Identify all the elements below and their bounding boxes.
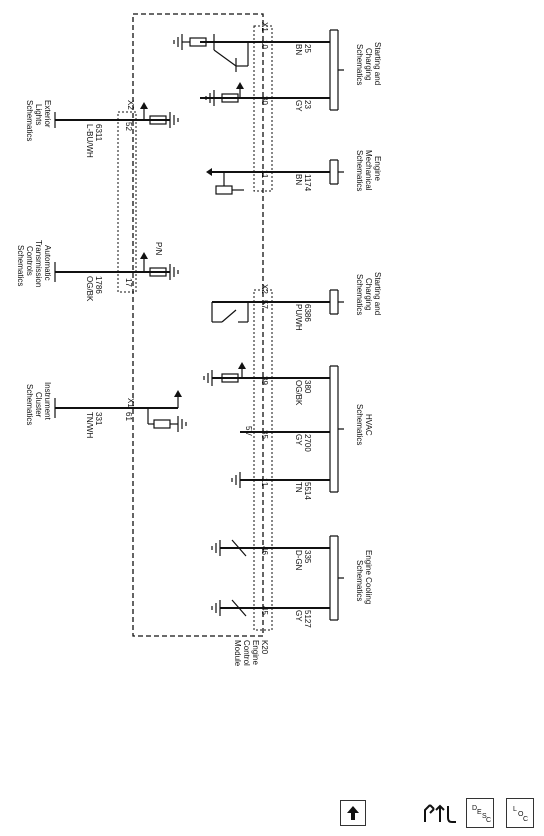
svg-text:TN/WH: TN/WH	[85, 412, 94, 438]
left-pin-2: 17	[124, 278, 133, 287]
loc-letter-l: L	[513, 806, 517, 813]
svg-text:GY: GY	[294, 610, 303, 622]
loc-letter-o: O	[518, 811, 524, 818]
right-pin-4: 57	[260, 300, 269, 309]
svg-text:BN: BN	[294, 44, 303, 55]
svg-text:Charging: Charging	[364, 48, 373, 80]
module-ref: K20	[260, 640, 269, 655]
svg-text:6386: 6386	[303, 304, 312, 322]
svg-text:Lights: Lights	[34, 104, 43, 125]
connector-x1-region-right	[253, 25, 273, 192]
connector-label-x2-right: X2	[260, 284, 269, 294]
svg-text:OG/BK: OG/BK	[85, 276, 94, 302]
desc-letter-c: C	[486, 817, 492, 824]
voltage-label: 5V	[244, 426, 253, 436]
svg-text:Engine Cooling: Engine Cooling	[364, 550, 373, 604]
scroll-top-button[interactable]	[340, 800, 366, 826]
connector-x2-region-right	[253, 289, 273, 631]
svg-text:380: 380	[303, 380, 312, 394]
connector-tool-button[interactable]	[420, 800, 460, 826]
loc-button[interactable]: L O C	[506, 798, 534, 828]
loc-letter-c: C	[523, 816, 529, 823]
module-outline	[132, 13, 264, 637]
right-brackets	[329, 29, 344, 621]
svg-text:Schematics: Schematics	[355, 274, 364, 315]
connector-label-x1-right: X1	[260, 22, 269, 32]
connector-label-x1-left: X1	[126, 398, 135, 408]
right-pin-3: 11	[260, 170, 269, 179]
svg-text:Schematics: Schematics	[25, 100, 34, 141]
desc-letter-d: D	[472, 805, 478, 812]
svg-text:GY: GY	[294, 100, 303, 112]
svg-text:Instrument: Instrument	[43, 382, 52, 421]
connector-label-x2-left: X2	[126, 100, 135, 110]
left-pin-3: 61	[124, 412, 133, 421]
left-pin-1: 52	[124, 122, 133, 131]
right-pin-1: 10	[260, 40, 269, 49]
svg-text:OG/BK: OG/BK	[294, 380, 303, 406]
svg-text:Schematics: Schematics	[355, 560, 364, 601]
svg-text:Transmission: Transmission	[34, 240, 43, 287]
desc-button[interactable]: D E S C	[466, 798, 494, 828]
desc-letter-e: E	[477, 809, 482, 816]
left-wires	[55, 119, 178, 409]
svg-text:335: 335	[303, 550, 312, 564]
right-pin-7: 11	[260, 478, 269, 487]
svg-text:25: 25	[303, 44, 312, 53]
right-pin-2: 30	[260, 96, 269, 105]
connector-x2-region-left	[117, 111, 137, 293]
module-name-line-2: Control	[242, 640, 251, 666]
svg-text:Engine: Engine	[373, 156, 382, 181]
svg-text:Schematics: Schematics	[25, 384, 34, 425]
svg-text:Schematics: Schematics	[355, 404, 364, 445]
svg-text:BN: BN	[294, 174, 303, 185]
svg-text:L-BU/WH: L-BU/WH	[85, 124, 94, 158]
svg-text:1174: 1174	[303, 174, 312, 192]
svg-text:Cluster: Cluster	[34, 392, 43, 418]
module-name-line-3: Module	[233, 640, 242, 667]
right-pin-9: 45	[260, 606, 269, 615]
svg-text:Controls: Controls	[25, 246, 34, 276]
right-pin-6: 35	[260, 430, 269, 439]
svg-text:Starting and: Starting and	[373, 272, 382, 315]
svg-text:2700: 2700	[303, 434, 312, 452]
pn-label: P/N	[154, 242, 163, 256]
svg-text:Starting and: Starting and	[373, 42, 382, 85]
right-wires	[200, 41, 330, 609]
left-components	[140, 102, 187, 432]
svg-text:TN: TN	[294, 482, 303, 493]
svg-text:D-GN: D-GN	[294, 550, 303, 571]
svg-text:1786: 1786	[94, 276, 103, 294]
right-group-labels: Starting and Charging Schematics Engine …	[355, 42, 382, 604]
module-name-line-1: Engine	[251, 640, 260, 665]
left-circuit-labels: 6311 L-BU/WH 1786 OG/BK 331 TN/WH	[85, 124, 103, 438]
svg-text:5514: 5514	[303, 482, 312, 500]
svg-text:331: 331	[94, 412, 103, 426]
svg-text:Schematics: Schematics	[355, 150, 364, 191]
svg-text:Schematics: Schematics	[355, 44, 364, 85]
svg-text:23: 23	[303, 100, 312, 109]
right-pin-8: 46	[260, 546, 269, 555]
right-pin-5: 39	[260, 376, 269, 385]
svg-text:Charging: Charging	[364, 278, 373, 310]
svg-text:GY: GY	[294, 434, 303, 446]
left-group-labels: Exterior Lights Schematics Automatic Tra…	[16, 100, 52, 425]
arrow-up-icon	[347, 806, 359, 820]
svg-text:5127: 5127	[303, 610, 312, 628]
desc-letter-s: S	[482, 813, 487, 820]
svg-text:Automatic: Automatic	[43, 245, 52, 281]
svg-text:6311: 6311	[94, 124, 103, 142]
svg-text:Exterior: Exterior	[43, 100, 52, 128]
svg-text:PU/WH: PU/WH	[294, 304, 303, 331]
right-components	[173, 34, 249, 617]
svg-text:Mechanical: Mechanical	[364, 150, 373, 191]
right-circuit-labels: 25 BN 23 GY 1174 BN 6386 PU/WH 380 OG/BK…	[294, 44, 312, 628]
svg-text:Schematics: Schematics	[16, 245, 25, 286]
svg-text:HVAC: HVAC	[364, 414, 373, 436]
connector-icon	[424, 804, 456, 823]
